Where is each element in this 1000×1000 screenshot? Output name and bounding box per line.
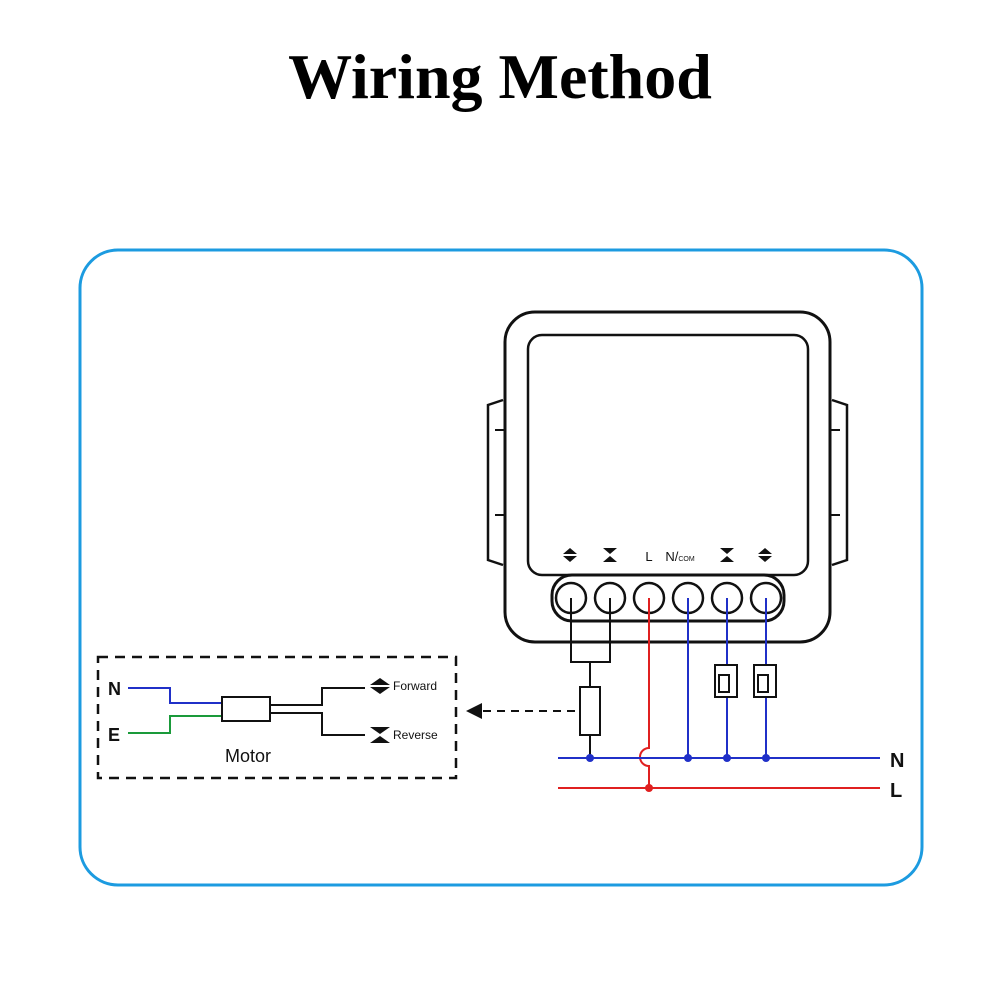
down-arrow-icon [720, 548, 734, 562]
mains-l-label: L [890, 780, 902, 802]
switch-module [486, 310, 849, 644]
right-clip [831, 398, 849, 567]
rocker-switch [753, 664, 777, 698]
terminal-strip [550, 573, 786, 623]
up-arrow-icon [370, 678, 390, 694]
mains-n-label: N [890, 750, 904, 772]
reverse-label: Reverse [393, 728, 438, 742]
motor-n-label: N [108, 679, 121, 699]
motor-output-wires [270, 687, 365, 736]
down-arrow-icon [603, 548, 617, 562]
module-body [503, 310, 832, 644]
motor-symbol [221, 696, 271, 722]
motor-leads [570, 598, 611, 758]
rocker-switch [714, 664, 738, 698]
motor-e-label: E [108, 725, 120, 745]
module-face [526, 333, 810, 577]
motor-earth-wire [128, 715, 222, 734]
motor-neutral-wire [128, 687, 222, 704]
down-arrow-icon [370, 727, 390, 743]
live-feed-wire [639, 598, 650, 788]
arrow-head-icon [466, 703, 482, 719]
terminal-l-label: L [645, 549, 652, 564]
junction-dots [586, 754, 770, 792]
motor-box [96, 655, 458, 780]
forward-label: Forward [393, 679, 437, 693]
diagram-frame [78, 248, 924, 887]
page-title: Wiring Method [288, 41, 712, 112]
terminal-labels: L N/COM [563, 548, 772, 564]
up-arrow-icon [563, 548, 577, 562]
up-arrow-icon [758, 548, 772, 562]
left-clip [486, 398, 504, 567]
motor-label: Motor [225, 746, 271, 766]
terminal-n-label: N/COM [665, 549, 695, 564]
terminal-screws [554, 581, 783, 615]
